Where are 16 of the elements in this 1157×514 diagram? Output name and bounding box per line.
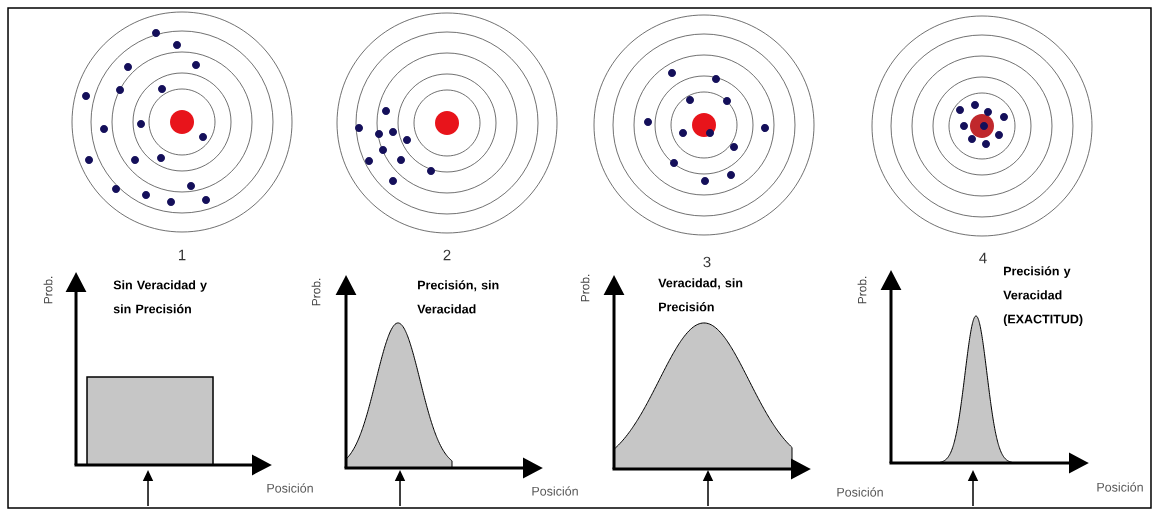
caption-text: Precisión, sin Veracidad xyxy=(417,280,499,314)
caption-text: Precisión y Veracidad (EXACTITUD) xyxy=(1003,266,1083,326)
axis-label: Prob. xyxy=(857,276,867,304)
panel-number: 1 xyxy=(179,249,186,261)
caption-text: Sin Veracidad y sin Precisión xyxy=(113,280,207,314)
axis-label: Prob. xyxy=(43,276,53,304)
caption-text: Veracidad, sin Precisión xyxy=(658,278,743,312)
axis-label: Prob. xyxy=(580,274,590,302)
axis-label: Posición xyxy=(1097,482,1143,492)
panel-number: 4 xyxy=(979,252,987,264)
axis-label: Posición xyxy=(267,483,313,493)
axis-label: Posición xyxy=(837,487,883,497)
panel-number: 2 xyxy=(443,249,451,261)
axis-label: Posición xyxy=(532,486,578,496)
axis-label: Prob. xyxy=(311,278,321,306)
panel-number: 3 xyxy=(703,256,711,268)
